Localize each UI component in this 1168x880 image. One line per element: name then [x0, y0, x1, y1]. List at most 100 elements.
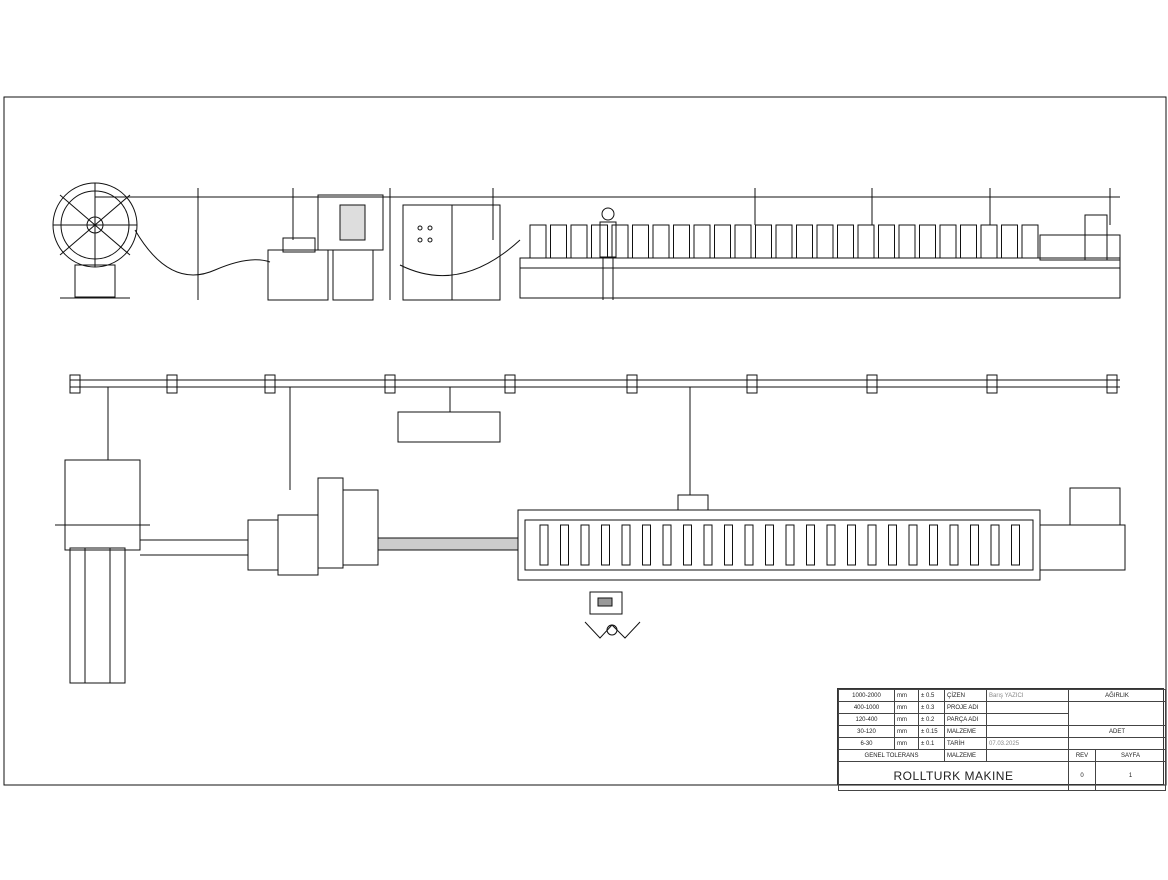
roll-stand-plan [642, 524, 651, 566]
strip-loop-2 [399, 239, 521, 277]
roll-stand [550, 224, 567, 259]
tol-range: 1000-2000 [838, 689, 895, 702]
roll-stand [632, 224, 649, 259]
roll-stand-plan [1011, 524, 1020, 566]
roll-stand [570, 224, 588, 259]
tol-value: ± 0.3 [918, 701, 945, 714]
tray-clamp [866, 374, 878, 394]
material-label: MALZEME [944, 749, 987, 762]
qty-label: ADET [1068, 725, 1166, 738]
roll-stand-plan [847, 524, 856, 566]
tol-unit: mm [894, 689, 919, 702]
roll-stand [960, 224, 977, 259]
company-name: ROLLTURK MAKINE [838, 761, 1069, 791]
elevation-view [52, 182, 1121, 301]
roll-stand [755, 224, 772, 259]
roll-stand [878, 224, 895, 259]
roll-former-elevation [519, 214, 1121, 299]
qty-value [1068, 737, 1166, 750]
roll-stand [1021, 224, 1039, 259]
project-value [986, 701, 1069, 714]
roll-stand-plan [683, 524, 692, 566]
part-value [986, 713, 1069, 726]
roll-stand-plan [539, 524, 549, 566]
tray-clamp [986, 374, 998, 394]
roll-stand-plan [601, 524, 610, 566]
roll-stand [611, 224, 629, 259]
tol-range: 120-400 [838, 713, 895, 726]
roll-stand [714, 224, 731, 259]
roll-stand-plan [908, 524, 918, 566]
roll-stand-plan [703, 524, 713, 566]
straightener [267, 237, 329, 301]
label-material: MALZEME [944, 725, 987, 738]
date-value: 07.03.2025 [986, 737, 1069, 750]
tray-posts [197, 188, 1111, 300]
weight-label: AĞIRLIK [1068, 689, 1166, 702]
tol-unit: mm [894, 737, 919, 750]
roll-stand-plan [949, 524, 959, 566]
tray-clamp [1106, 374, 1118, 394]
roll-stand-plan [888, 524, 897, 566]
roll-stand [529, 224, 547, 259]
roll-stand [898, 224, 916, 259]
drawn-by-value: Barış YAZICI [986, 689, 1069, 702]
material-value [986, 725, 1069, 738]
strip-loop [134, 229, 271, 276]
roll-stand [857, 224, 875, 259]
tol-unit: mm [894, 725, 919, 738]
roll-stand-plan [929, 524, 938, 566]
tol-range: 30-120 [838, 725, 895, 738]
tray-clamp [166, 374, 178, 394]
roll-stand-plan [724, 524, 733, 566]
tray-clamp [746, 374, 758, 394]
rev-value: 0 [1068, 761, 1096, 791]
page-value: 1 [1095, 761, 1166, 791]
cabinet-plan [397, 411, 501, 443]
entry-table [377, 537, 519, 551]
operator-figure [599, 207, 617, 300]
blank-cell [986, 749, 1069, 762]
tol-value: ± 0.5 [918, 689, 945, 702]
label-part: PARÇA ADI [944, 713, 987, 726]
label-drawn-by: ÇİZEN [944, 689, 987, 702]
roll-stand-plan [806, 524, 815, 566]
roll-stand-plan [765, 524, 774, 566]
roll-stand-plan [560, 524, 569, 566]
roll-stand [693, 224, 711, 259]
straightener-press-plan [247, 477, 379, 576]
tray-clamp [264, 374, 276, 394]
tol-range: 6-30 [838, 737, 895, 750]
roll-stand-plan [621, 524, 631, 566]
roll-stand [939, 224, 957, 259]
decoiler-plan [55, 459, 150, 684]
weight-value [1068, 701, 1166, 726]
roll-stand-plan [785, 524, 795, 566]
roll-stand-plan [662, 524, 672, 566]
control-cabinet [402, 204, 501, 301]
roll-stand [837, 224, 854, 259]
roll-stand-plan [744, 524, 754, 566]
general-tolerance-label: GENEL TOLERANS [838, 749, 945, 762]
tol-value: ± 0.1 [918, 737, 945, 750]
tray-clamp [504, 374, 516, 394]
title-block: 1000-2000 mm ± 0.5 ÇİZEN Barış YAZICI AĞ… [837, 688, 1166, 791]
roll-stand [652, 224, 670, 259]
roll-stand [775, 224, 793, 259]
tol-unit: mm [894, 713, 919, 726]
roll-former-plan [517, 487, 1126, 581]
roll-stand [919, 224, 936, 259]
tol-value: ± 0.15 [918, 725, 945, 738]
rev-label: REV [1068, 749, 1096, 762]
tray-clamp [626, 374, 638, 394]
tray-clamp [384, 374, 396, 394]
roll-stand [796, 224, 813, 259]
label-project: PROJE ADI [944, 701, 987, 714]
decoiler [52, 182, 138, 299]
roll-stand [816, 224, 834, 259]
roll-stand-plan [826, 524, 836, 566]
roll-stand-plan [970, 524, 979, 566]
roll-stand-plan [867, 524, 877, 566]
tol-value: ± 0.2 [918, 713, 945, 726]
